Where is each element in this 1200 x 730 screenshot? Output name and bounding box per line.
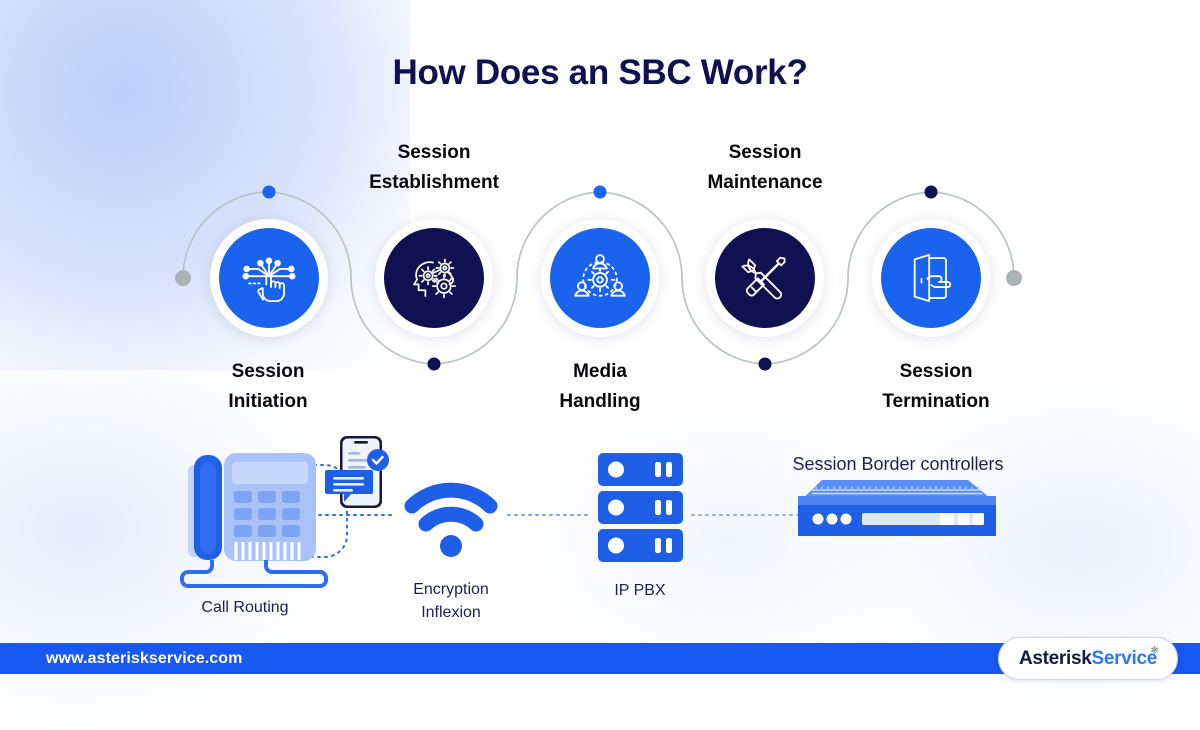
- step-marker-1: [262, 185, 276, 199]
- flow-caption-call-routing: Call Routing: [201, 599, 289, 616]
- step-disc-5: [881, 228, 981, 328]
- smartphone-message-icon: [325, 436, 389, 508]
- step-disc-2: [384, 228, 484, 328]
- step-disc-1: [219, 228, 319, 328]
- exit-door-hand-icon: [913, 253, 952, 303]
- flow-caption-sbc: Session Border controllers: [792, 454, 1004, 474]
- head-gears-icon: [413, 258, 456, 299]
- network-flow-diagram: Call Routing Encryption Inflexion IP PBX…: [0, 420, 1200, 640]
- step-label-session-establishment: Session Establishment: [369, 142, 499, 194]
- flow-graphics: [180, 436, 996, 588]
- logo-asterisk-mark: ✻: [1150, 644, 1159, 655]
- flow-caption-encryption: Encryption Inflexion: [413, 581, 489, 622]
- step-marker-3: [593, 185, 607, 199]
- step-disc-3: [550, 228, 650, 328]
- step-label-session-termination: Session Termination: [882, 361, 990, 413]
- touch-circuit-icon: [242, 257, 296, 303]
- process-connector-path: [175, 185, 1022, 371]
- team-gear-icon: [574, 254, 626, 297]
- logo-wordmark: AsteriskService ✻: [1018, 644, 1159, 670]
- logo-text-service: Service: [1091, 647, 1158, 669]
- step-disc-4: [715, 228, 815, 328]
- brand-logo[interactable]: AsteriskService ✻: [998, 637, 1178, 680]
- step-marker-5: [924, 185, 938, 199]
- step-label-media-handling: Media Handling: [559, 361, 641, 413]
- page-title: How Does an SBC Work?: [392, 53, 808, 92]
- step-marker-4: [758, 357, 772, 371]
- footer-website-url[interactable]: www.asteriskservice.com: [46, 650, 243, 667]
- process-diagram: Session Initiation Session Establishment: [175, 142, 1022, 413]
- path-endcap-right: [1006, 270, 1022, 286]
- logo-text-asterisk: Asterisk: [1018, 647, 1092, 669]
- step-marker-2: [427, 357, 441, 371]
- step-label-session-initiation: Session Initiation: [228, 361, 308, 413]
- path-endcap-left: [175, 270, 191, 286]
- step-label-session-maintenance: Session Maintenance: [707, 142, 823, 194]
- server-stack-icon: [598, 453, 683, 562]
- wrench-screwdriver-icon: [741, 256, 786, 300]
- connector-phone-to-mobile: [299, 464, 348, 558]
- flow-caption-ip-pbx: IP PBX: [614, 582, 666, 599]
- desk-phone-icon: [180, 453, 328, 588]
- wifi-icon: [404, 482, 498, 557]
- sbc-appliance-icon: [798, 480, 996, 536]
